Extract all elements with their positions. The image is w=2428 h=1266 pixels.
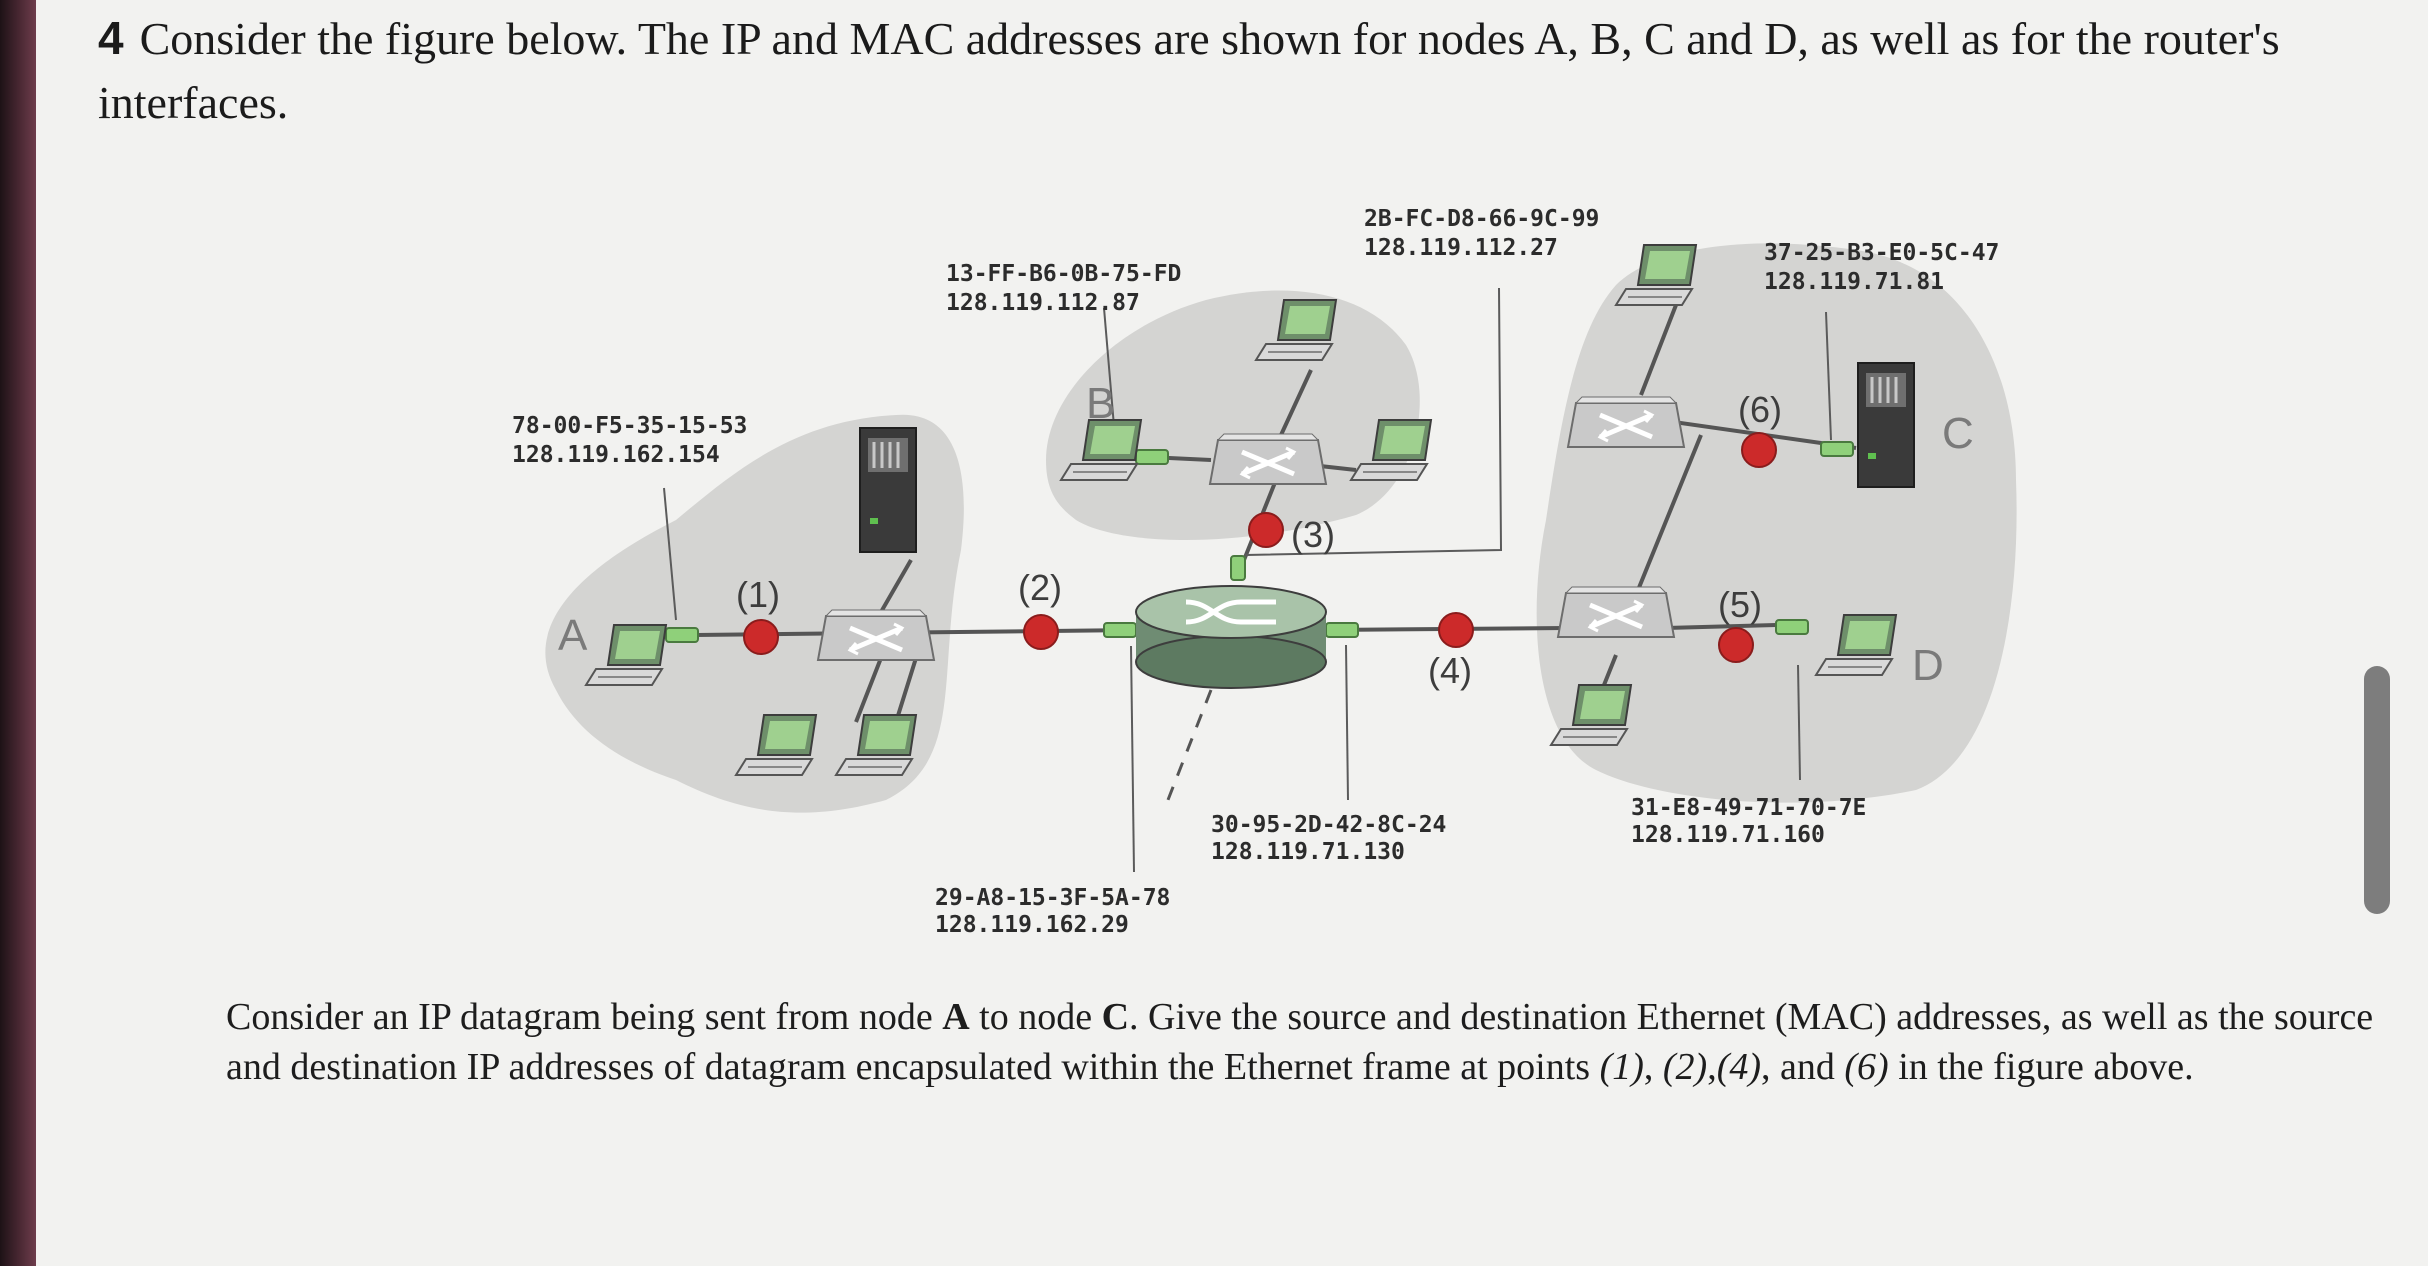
svg-text:128.119.162.29: 128.119.162.29 [935, 912, 1129, 938]
address-node-d: 31-E8-49-71-70-7E 128.119.71.160 [1631, 795, 1866, 848]
svg-text:128.119.162.154: 128.119.162.154 [512, 442, 720, 468]
svg-text:31-E8-49-71-70-7E: 31-E8-49-71-70-7E [1631, 795, 1866, 821]
node-d-label: D [1912, 641, 1944, 690]
node-from: A [942, 996, 970, 1038]
svg-text:128.119.71.160: 128.119.71.160 [1631, 822, 1825, 848]
svg-text:2B-FC-D8-66-9C-99: 2B-FC-D8-66-9C-99 [1364, 206, 1599, 232]
address-router-top: 2B-FC-D8-66-9C-99 128.119.112.27 [1364, 206, 1599, 261]
point-1-marker [743, 619, 779, 655]
question-text: Consider the figure below. The IP and MA… [98, 13, 2280, 128]
point-2-marker [1023, 614, 1059, 650]
svg-text:13-FF-B6-0B-75-FD: 13-FF-B6-0B-75-FD [946, 261, 1181, 287]
svg-text:30-95-2D-42-8C-24: 30-95-2D-42-8C-24 [1211, 812, 1446, 838]
node-b-label: B [1086, 379, 1115, 428]
node-a-label: A [558, 611, 588, 660]
server-icon [858, 426, 918, 554]
svg-text:128.119.112.87: 128.119.112.87 [946, 290, 1140, 316]
point-2-label: (2) [1018, 567, 1062, 608]
switch-left-icon [818, 610, 934, 660]
address-router-left: 29-A8-15-3F-5A-78 128.119.162.29 [935, 885, 1170, 938]
server-node-c-icon [1856, 361, 1916, 489]
svg-text:128.119.112.27: 128.119.112.27 [1364, 235, 1558, 261]
scrollbar-thumb[interactable] [2364, 666, 2390, 914]
point-6-label: (6) [1738, 389, 1782, 430]
point-5-marker [1718, 627, 1754, 663]
point-5-label: (5) [1718, 584, 1762, 625]
router-icon [1135, 585, 1327, 689]
screen-edge [0, 0, 36, 1266]
network-diagram: (1) (2) (3) (4) (5) (6) A B C D 78-00-F5… [512, 206, 2017, 938]
point-3-marker [1248, 512, 1284, 548]
point-6-marker [1741, 432, 1777, 468]
switch-top-icon [1210, 434, 1326, 484]
address-router-right: 30-95-2D-42-8C-24 128.119.71.130 [1211, 812, 1446, 865]
question-number: 4 [98, 12, 124, 64]
svg-text:128.119.71.81: 128.119.71.81 [1764, 269, 1944, 295]
svg-text:37-25-B3-E0-5C-47: 37-25-B3-E0-5C-47 [1764, 240, 1999, 266]
point-4-marker [1438, 612, 1474, 648]
svg-text:78-00-F5-35-15-53: 78-00-F5-35-15-53 [512, 413, 747, 439]
address-node-a: 78-00-F5-35-15-53 128.119.162.154 [512, 413, 747, 468]
switch-right-bottom-icon [1558, 587, 1674, 637]
point-1-label: (1) [736, 574, 780, 615]
svg-text:128.119.71.130: 128.119.71.130 [1211, 839, 1405, 865]
switch-right-top-icon [1568, 397, 1684, 447]
svg-text:29-A8-15-3F-5A-78: 29-A8-15-3F-5A-78 [935, 885, 1170, 911]
node-c-label: C [1942, 409, 1974, 458]
point-4-label: (4) [1428, 650, 1472, 691]
subquestion-text: Consider an IP datagram being sent from … [226, 996, 2374, 1088]
point-3-label: (3) [1291, 514, 1335, 555]
address-node-b: 13-FF-B6-0B-75-FD 128.119.112.87 [946, 261, 1181, 316]
node-to: C [1101, 996, 1130, 1038]
address-node-c: 37-25-B3-E0-5C-47 128.119.71.81 [1764, 240, 1999, 295]
pc-icon [1615, 244, 1697, 306]
